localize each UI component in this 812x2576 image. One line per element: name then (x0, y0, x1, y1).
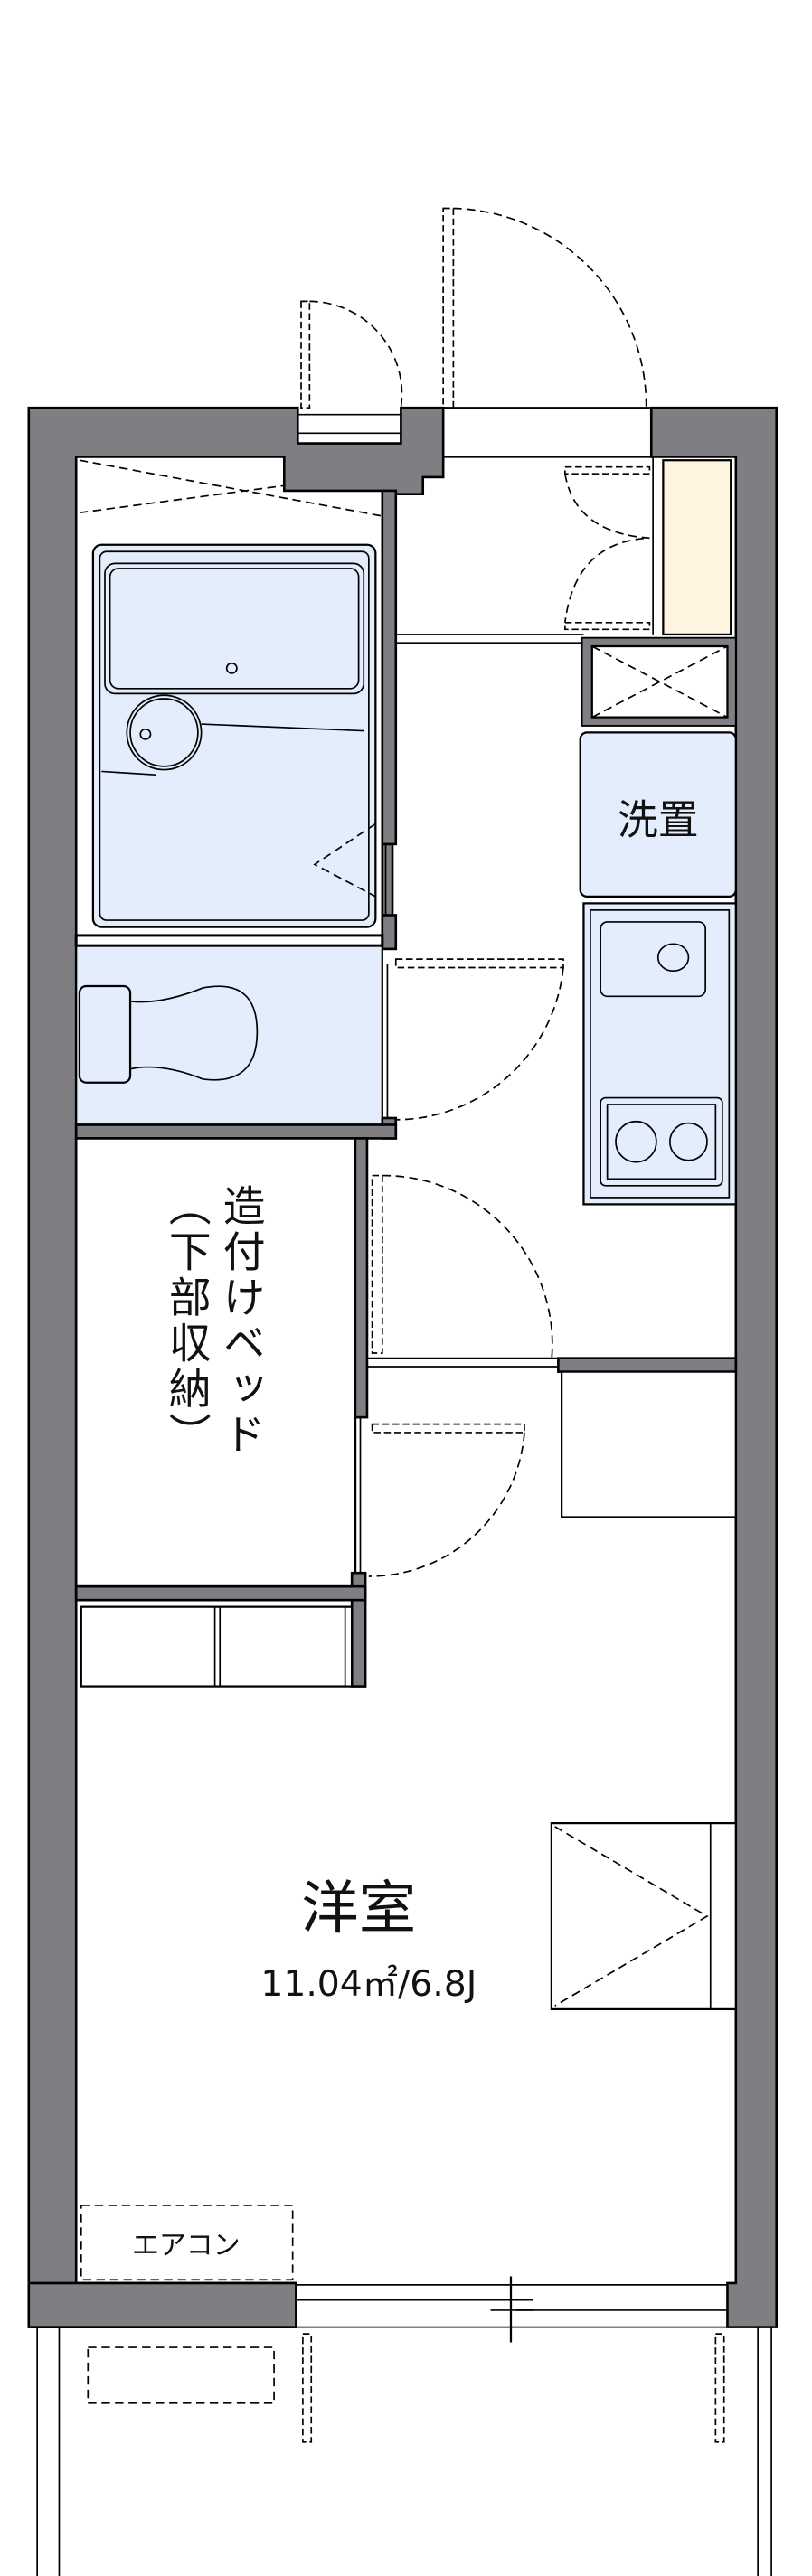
sliding-window[interactable] (296, 2276, 728, 2343)
corridor-wall (354, 1137, 369, 1419)
built-in-bed-label: 造付けベッド (216, 1184, 265, 1458)
room-door[interactable] (368, 1423, 525, 1577)
toilet-door[interactable] (394, 958, 564, 1121)
aircon-label: エアコン (132, 2230, 241, 2261)
washer-space: 洗置 (579, 731, 737, 898)
bath-wall (381, 489, 398, 846)
outdoor-unit (87, 2346, 275, 2404)
balcony (36, 2326, 772, 2576)
fridge-space (560, 1370, 737, 1518)
meter-box (581, 636, 737, 727)
stove (600, 1096, 723, 1187)
sink (600, 921, 706, 998)
bath-wall-lower (381, 914, 398, 951)
entry-step (395, 634, 584, 644)
entrance-threshold (443, 407, 652, 458)
bathroom (79, 459, 382, 928)
built-in-bed-sub-label: （下部収納） (162, 1184, 211, 1458)
storage-box (550, 1821, 737, 2011)
bed-door[interactable] (371, 1174, 553, 1362)
outer-wall-right (649, 406, 779, 2328)
toilet-room (75, 945, 383, 1126)
shoe-box-doors[interactable] (564, 465, 651, 631)
entrance-door[interactable] (442, 207, 647, 409)
room-area: 11.04㎡/6.8J (260, 1964, 477, 2005)
built-in-bed: 造付けベッド （下部収納） (74, 1137, 357, 1588)
kitchen-counter (582, 902, 737, 1206)
shoe-box (662, 459, 732, 636)
toilet-bath-divider (74, 934, 384, 947)
air-conditioner: エアコン (80, 2205, 294, 2281)
window-shutter (300, 300, 403, 409)
closet (80, 1605, 354, 1688)
top-window (297, 413, 401, 435)
washer-label: 洗置 (618, 796, 699, 844)
room-name: 洋室 (301, 1875, 416, 1941)
